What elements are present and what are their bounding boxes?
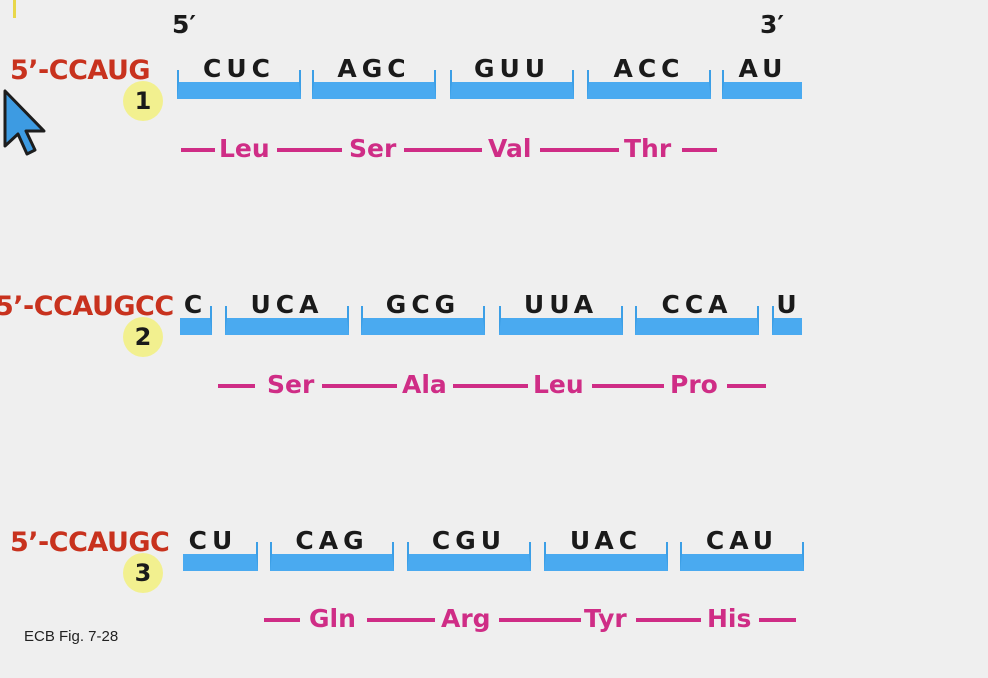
frame1-codon-text: ACC xyxy=(613,54,685,83)
frame3-codon-text: CGU xyxy=(431,526,507,555)
frame2-codon-bar xyxy=(635,306,759,335)
frame2-codon-text: CCA xyxy=(661,290,733,319)
frame2-amino-acid: Ser xyxy=(267,370,315,399)
figure-caption: ECB Fig. 7-28 xyxy=(24,628,119,645)
peptide-bond xyxy=(404,148,482,152)
peptide-bond xyxy=(499,618,581,622)
frame2-codon-text: UUA xyxy=(523,290,599,319)
frame1-badge: 1 xyxy=(123,81,163,121)
cursor-arrow-icon xyxy=(3,89,46,156)
frame3-prefix: 5’-CCAUGC xyxy=(10,527,170,558)
frame2-prefix: 5’-CCAUGCC xyxy=(0,291,174,322)
frame2-codon-text: C xyxy=(183,290,203,319)
frame3-amino-acid: His xyxy=(707,604,752,633)
frame3-amino-acid: Gln xyxy=(309,604,356,633)
frame3-codon-bar xyxy=(270,542,394,571)
frame2-codon-bar xyxy=(225,306,349,335)
frame1-codon-text: AU xyxy=(738,54,788,83)
frame3-codon-text: CAG xyxy=(295,526,369,555)
peptide-bond xyxy=(592,384,664,388)
frame2-amino-acid: Ala xyxy=(402,370,447,399)
peptide-bond xyxy=(540,148,619,152)
frame2-codon-bar xyxy=(180,306,212,335)
frame3-codon-text: CU xyxy=(188,526,238,555)
frame2-amino-acid: Pro xyxy=(670,370,718,399)
frame3-amino-acid: Tyr xyxy=(584,604,627,633)
peptide-bond xyxy=(682,148,717,152)
frame1-codon-text: GUU xyxy=(473,54,551,83)
frame2-codon-bar xyxy=(361,306,485,335)
peptide-bond xyxy=(264,618,300,622)
peptide-bond xyxy=(181,148,215,152)
frame3-codon-bar xyxy=(183,542,258,571)
frame3-amino-acid: Arg xyxy=(441,604,491,633)
peptide-bond xyxy=(277,148,342,152)
marker-tick xyxy=(13,0,16,18)
peptide-bond xyxy=(453,384,528,388)
five-prime-label: 5′ xyxy=(172,10,196,39)
frame3-codon-bar xyxy=(544,542,668,571)
frame2-amino-acid: Leu xyxy=(533,370,584,399)
frame1-amino-acid: Leu xyxy=(219,134,270,163)
frame3-codon-bar xyxy=(680,542,804,571)
peptide-bond xyxy=(367,618,435,622)
peptide-bond xyxy=(636,618,701,622)
frame1-amino-acid: Thr xyxy=(624,134,672,163)
three-prime-label: 3′ xyxy=(760,10,784,39)
frame1-amino-acid: Val xyxy=(488,134,532,163)
frame1-codon-text: CUC xyxy=(203,54,275,83)
frame2-codon-text: U xyxy=(776,290,802,319)
frame1-codon-bar xyxy=(587,70,711,99)
frame3-codon-text: UAC xyxy=(569,526,643,555)
peptide-bond xyxy=(322,384,397,388)
frame1-amino-acid: Ser xyxy=(349,134,397,163)
frame2-codon-bar xyxy=(772,306,802,335)
frame1-codon-bar xyxy=(312,70,436,99)
frame2-badge: 2 xyxy=(123,317,163,357)
frame2-codon-bar xyxy=(499,306,623,335)
frame3-codon-bar xyxy=(407,542,531,571)
frame1-codon-text: AGC xyxy=(337,54,411,83)
peptide-bond xyxy=(759,618,796,622)
frame2-codon-text: UCA xyxy=(250,290,324,319)
peptide-bond xyxy=(218,384,255,388)
frame1-prefix: 5’-CCAUG xyxy=(10,55,151,86)
frame3-badge: 3 xyxy=(123,553,163,593)
frame1-codon-bar xyxy=(177,70,301,99)
frame3-codon-text: CAU xyxy=(705,526,779,555)
frame1-codon-bar xyxy=(722,70,802,99)
frame1-codon-bar xyxy=(450,70,574,99)
peptide-bond xyxy=(727,384,766,388)
frame2-codon-text: GCG xyxy=(385,290,461,319)
